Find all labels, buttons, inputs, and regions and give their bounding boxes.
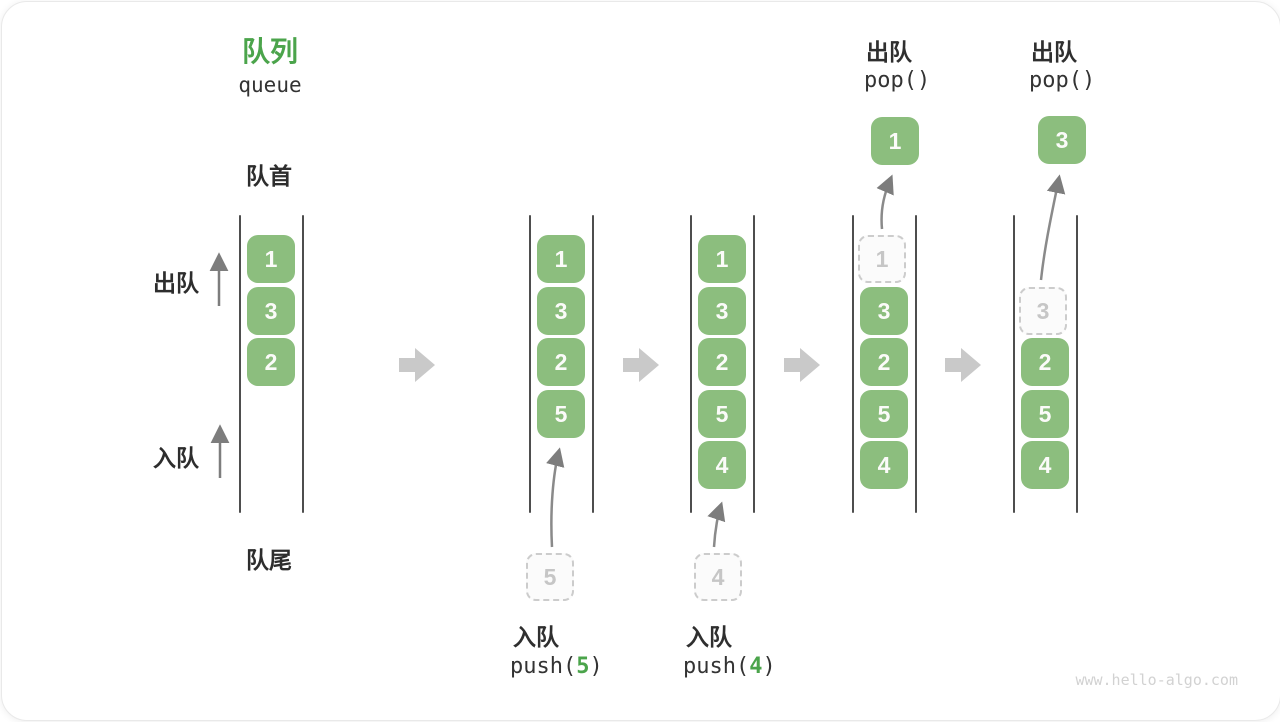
incoming-element-ghost: 5 [526, 553, 574, 601]
queue-rail [852, 215, 854, 513]
queue-rail [239, 215, 241, 513]
pop1-op-label: 出队 [866, 39, 912, 65]
queue-element: 1 [247, 235, 295, 283]
queue-element: 2 [247, 338, 295, 386]
code-arg: 4 [749, 654, 763, 679]
removed-element-ghost: 3 [1019, 287, 1067, 335]
pop2-arrow-icon [1039, 174, 1066, 281]
pop1-op-code: pop() [864, 68, 931, 93]
queue-element: 4 [698, 441, 746, 489]
queue-element: 2 [698, 338, 746, 386]
queue-element: 4 [860, 441, 908, 489]
push5-op-label: 入队 [513, 624, 559, 650]
queue-element: 3 [247, 287, 295, 335]
queue-rail [690, 215, 692, 513]
flow-arrow-icon [945, 348, 981, 382]
queue-rail [915, 215, 917, 513]
queue-element: 5 [537, 390, 585, 438]
incoming-element-ghost: 4 [694, 553, 742, 601]
flow-arrow-icon [784, 348, 820, 382]
code-arg: 5 [576, 654, 590, 679]
push5-arrow-icon [546, 447, 565, 548]
queue-front-label: 队首 [246, 163, 292, 189]
queue-element: 1 [698, 235, 746, 283]
code-text: ) [762, 654, 776, 679]
queue-element: 1 [537, 235, 585, 283]
queue-element: 4 [1021, 441, 1069, 489]
queue-element: 3 [860, 287, 908, 335]
queue-element: 3 [537, 287, 585, 335]
push4-arrow-icon [707, 501, 726, 548]
queue-rail [1013, 215, 1015, 513]
watermark: www.hello-algo.com [1075, 671, 1238, 689]
code-text: push( [510, 654, 577, 679]
queue-rail [1076, 215, 1078, 513]
push4-op-code: push(4) [683, 654, 776, 679]
popped-element: 1 [871, 117, 919, 165]
push4-op-label: 入队 [686, 624, 732, 650]
dequeue-side-label: 出队 [153, 270, 199, 296]
pop2-op-code: pop() [1029, 68, 1096, 93]
queue-element: 5 [1021, 390, 1069, 438]
queue-element: 5 [698, 390, 746, 438]
flow-arrow-icon [623, 348, 659, 382]
diagram-title-zh: 队列 [241, 36, 299, 67]
queue-rail [529, 215, 531, 513]
flow-arrow-icon [399, 348, 435, 382]
queue-rail [753, 215, 755, 513]
enqueue-side-label: 入队 [153, 445, 199, 471]
removed-element-ghost: 1 [858, 235, 906, 283]
queue-rail [592, 215, 594, 513]
queue-rear-label: 队尾 [246, 547, 292, 573]
queue-element: 2 [537, 338, 585, 386]
queue-element: 3 [698, 287, 746, 335]
code-text: push( [683, 654, 750, 679]
push5-op-code: push(5) [510, 654, 603, 679]
pop1-arrow-icon [876, 174, 894, 230]
queue-element: 2 [1021, 338, 1069, 386]
code-text: ) [589, 654, 603, 679]
pop2-op-label: 出队 [1031, 39, 1077, 65]
diagram-title-en: queue [238, 73, 302, 97]
queue-element: 2 [860, 338, 908, 386]
popped-element: 3 [1038, 116, 1086, 164]
queue-rail [302, 215, 304, 513]
queue-element: 5 [860, 390, 908, 438]
